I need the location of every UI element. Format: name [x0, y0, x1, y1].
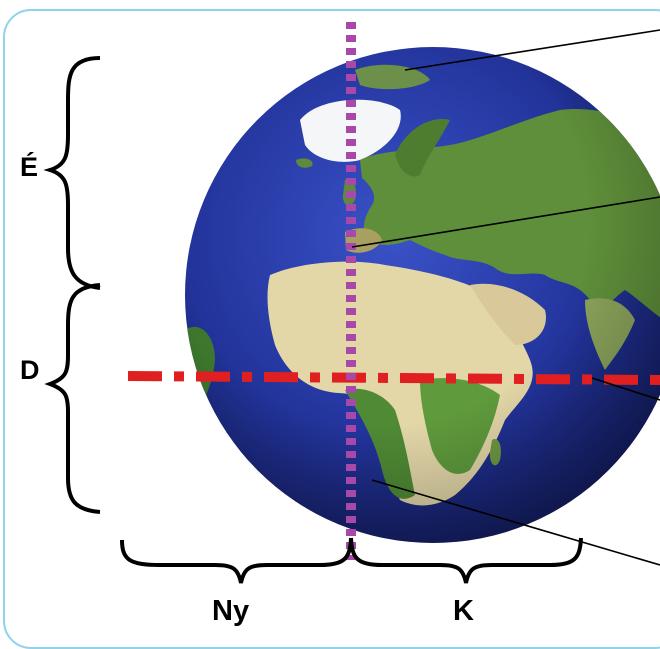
north-hemisphere-brace [43, 56, 101, 290]
western-hemisphere-label: Ny [212, 595, 250, 627]
globe-diagram: É D Ny K [3, 9, 660, 649]
pointer-lines [351, 29, 660, 566]
northern-hemisphere-label: É [20, 152, 39, 182]
west-hemisphere-brace [120, 537, 353, 584]
pointer-equator [591, 377, 660, 401]
south-hemisphere-brace [44, 283, 101, 514]
east-hemisphere-brace [349, 537, 583, 584]
equator-line [127, 371, 660, 385]
eastern-hemisphere-label: K [453, 595, 474, 627]
pointer-europe [351, 196, 660, 248]
pointer-north-pole [404, 29, 660, 71]
earth-globe-icon [185, 47, 660, 543]
southern-hemisphere-label: D [20, 355, 40, 385]
diagram-canvas [43, 22, 660, 584]
pointer-south-africa [371, 479, 660, 566]
